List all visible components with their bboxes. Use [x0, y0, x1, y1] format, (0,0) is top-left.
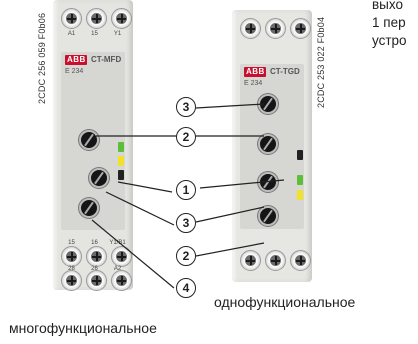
- terminal-screw: [265, 18, 286, 39]
- abb-logo: [65, 55, 87, 65]
- terminal-screw: [61, 246, 82, 267]
- abb-logo: [244, 67, 266, 77]
- terminal-screw: [290, 18, 311, 39]
- time-range-knob[interactable]: [79, 130, 99, 150]
- side-text-line-2: 1 пер: [372, 15, 406, 30]
- terminal-screw: [265, 250, 286, 271]
- terminal-screw: [111, 246, 132, 267]
- bottom-terminal-block: [240, 250, 311, 271]
- leader-2-bottom: [195, 242, 265, 257]
- top-terminal-labels: A1 15 Y1: [60, 31, 129, 37]
- callout-2-lower: 2: [176, 246, 196, 266]
- function-selector-knob[interactable]: [79, 198, 99, 218]
- side-text-line-3: устро: [372, 33, 407, 48]
- single-function-relay: ABB CT-TGD E 234: [232, 10, 312, 282]
- bottom-terminal-labels-upper: 15 16 Y1/B1: [60, 240, 129, 246]
- status-led-off: [118, 170, 124, 180]
- terminal-screw: [61, 8, 82, 29]
- bottom-terminal-block: [61, 270, 132, 291]
- terminal-screw: [61, 270, 82, 291]
- callout-3-lower: 3: [176, 213, 196, 233]
- middle-terminal-block: [61, 246, 132, 267]
- series-label: E 234: [65, 68, 84, 75]
- status-led-yellow: [118, 156, 124, 166]
- model-label: CT-MFD: [91, 55, 122, 64]
- brand-label: ABB: [67, 55, 86, 64]
- side-text-line-1: выхо: [372, 0, 403, 12]
- callout-3-top: 3: [176, 97, 196, 117]
- multifunction-caption: многофункциональное: [9, 320, 157, 336]
- terminal-label: 16: [91, 240, 98, 246]
- terminal-label: A2: [113, 266, 122, 272]
- terminal-label: A1: [67, 31, 76, 37]
- leader-3-right: [195, 206, 265, 223]
- single-function-caption: однофункциональное: [214, 294, 356, 310]
- terminal-screw: [290, 250, 311, 271]
- callout-4: 4: [176, 278, 196, 298]
- terminal-screw: [86, 270, 107, 291]
- leader-3-top: [195, 103, 265, 109]
- bottom-terminal-labels-lower: 28 26 A2: [60, 266, 129, 272]
- top-terminal-block: [61, 8, 132, 29]
- terminal-screw: [240, 18, 261, 39]
- model-label: CT-TGD: [270, 67, 300, 76]
- top-terminal-block: [240, 18, 311, 39]
- terminal-screw: [111, 8, 132, 29]
- status-led-green: [297, 175, 303, 185]
- time-setpoint-knob[interactable]: [258, 134, 278, 154]
- multifunction-relay: A1 15 Y1 ABB CT-MFD E 234 15 16 Y1/B1 28…: [53, 0, 133, 291]
- terminal-label: Y1/B1: [109, 240, 126, 246]
- leader-3-left: [105, 191, 175, 226]
- terminal-label: 26: [91, 266, 98, 272]
- terminal-label: 15: [68, 240, 75, 246]
- terminal-screw: [111, 270, 132, 291]
- leader-1-right: [199, 179, 285, 189]
- time-setpoint-knob[interactable]: [89, 168, 109, 188]
- brand-label: ABB: [246, 67, 265, 76]
- terminal-label: 15: [91, 31, 98, 37]
- fine-setpoint-knob[interactable]: [258, 206, 278, 226]
- leader-4: [91, 219, 175, 289]
- leader-1-left: [117, 181, 173, 193]
- terminal-screw: [86, 8, 107, 29]
- terminal-label: 28: [68, 266, 75, 272]
- status-led-off: [297, 150, 303, 160]
- terminal-label: Y1: [113, 31, 122, 37]
- terminal-screw: [240, 250, 261, 271]
- callout-1: 1: [176, 180, 196, 200]
- series-label: E 234: [244, 80, 263, 87]
- callout-2-middle: 2: [176, 127, 196, 147]
- status-led-green: [118, 142, 124, 152]
- terminal-screw: [86, 246, 107, 267]
- status-led-yellow: [297, 190, 303, 200]
